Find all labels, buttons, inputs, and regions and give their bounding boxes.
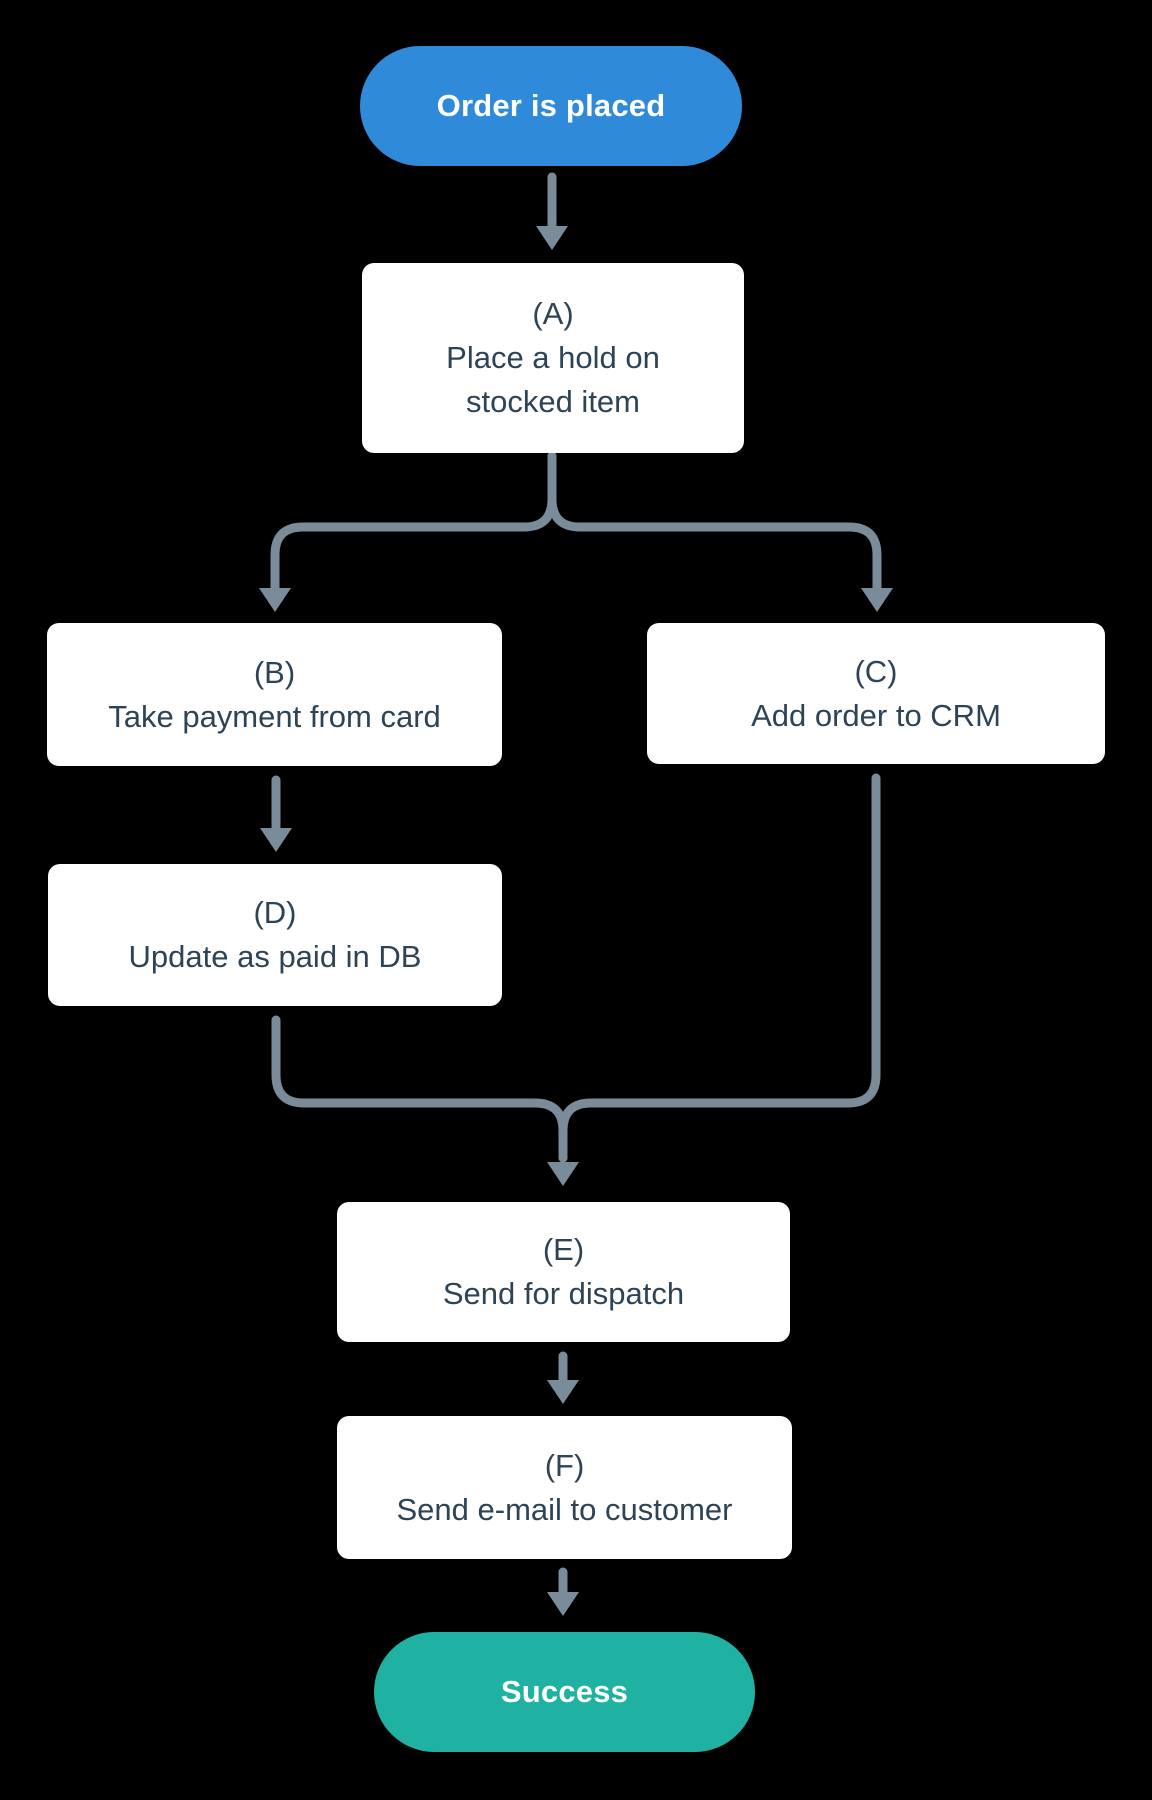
connector-a-to-b	[270, 451, 557, 595]
connector-d-to-e	[271, 1015, 568, 1163]
arrowhead-down-icon	[547, 1592, 579, 1616]
step-b-node: (B) Take payment from card	[47, 623, 502, 766]
step-a-node: (A) Place a hold on stocked item	[362, 263, 744, 453]
connector-c-to-e	[558, 773, 881, 1163]
step-f-node: (F) Send e-mail to customer	[337, 1416, 792, 1559]
step-c-label: Add order to CRM	[751, 697, 1001, 733]
step-d-tag: (D)	[253, 895, 297, 930]
arrowhead-down-icon	[861, 588, 893, 612]
step-d-label: Update as paid in DB	[128, 939, 422, 974]
step-b-tag: (B)	[253, 654, 296, 690]
step-c-node: (C) Add order to CRM	[647, 623, 1105, 764]
step-e-label: Send for dispatch	[442, 1276, 685, 1311]
start-node: Order is placed	[360, 46, 742, 166]
step-f-tag: (F)	[544, 1447, 585, 1483]
arrowhead-down-icon	[260, 828, 292, 852]
step-c-tag: (C)	[854, 653, 898, 689]
step-d-node: (D) Update as paid in DB	[48, 864, 502, 1006]
step-e-node: (E) Send for dispatch	[337, 1202, 790, 1342]
arrowhead-down-icon	[536, 226, 568, 250]
end-node: Success	[374, 1632, 755, 1752]
step-a-label: Place a hold on stocked item	[446, 340, 660, 419]
step-a-tag: (A)	[532, 296, 574, 331]
end-node-label: Success	[500, 1674, 629, 1709]
step-f-label: Send e-mail to customer	[396, 1491, 733, 1527]
start-node-label: Order is placed	[436, 88, 666, 123]
step-e-tag: (E)	[542, 1232, 585, 1267]
arrowhead-down-icon	[259, 588, 291, 612]
arrowhead-down-icon	[547, 1162, 579, 1186]
arrowhead-down-icon	[547, 1380, 579, 1404]
step-b-label: Take payment from card	[108, 698, 441, 734]
connector-a-to-c	[547, 451, 882, 595]
